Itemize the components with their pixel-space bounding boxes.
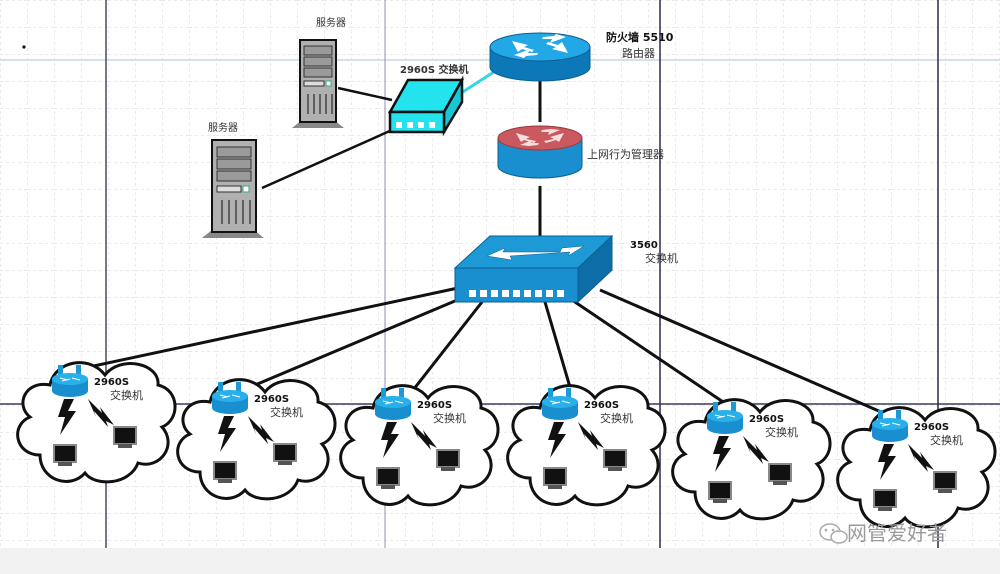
behavior-manager-router[interactable] <box>497 125 583 179</box>
server-2[interactable] <box>202 139 264 238</box>
computer-monitor-icon[interactable] <box>543 467 567 489</box>
access-switch-type: 交换机 <box>433 411 466 425</box>
computer-monitor-icon[interactable] <box>53 444 77 466</box>
wireless-bolt-icon <box>381 422 399 458</box>
switch-arrows-icon <box>486 245 585 261</box>
wireless-bolt-icon <box>878 444 896 480</box>
computer-monitor-icon[interactable] <box>376 467 400 489</box>
access-cloud: 2960S 交换机 <box>16 361 177 484</box>
link-core-to-access-2 <box>247 296 463 390</box>
wireless-bolt-icon <box>743 436 769 464</box>
wireless-bolt-icon <box>578 422 604 450</box>
core-switch-label-bottom: 交换机 <box>645 251 678 265</box>
access-switch-type: 交换机 <box>930 433 963 447</box>
wireless-bolt-icon <box>58 399 76 435</box>
access-cloud: 2960S 交换机 <box>176 378 337 501</box>
computer-monitor-icon[interactable] <box>213 461 237 483</box>
firewall-label-bottom: 路由器 <box>622 46 655 60</box>
wireless-bolt-icon <box>908 444 934 472</box>
access-switch-type: 交换机 <box>600 411 633 425</box>
watermark-text: 网管爱好者 <box>847 521 947 545</box>
wireless-bolt-icon <box>713 436 731 472</box>
computer-monitor-icon[interactable] <box>933 471 957 493</box>
wechat-icon <box>819 523 848 544</box>
link-core-to-access-1 <box>74 286 459 372</box>
access-switch-model: 2960S <box>94 377 129 388</box>
server-2-label: 服务器 <box>208 121 238 134</box>
wireless-switch-icon[interactable] <box>542 388 578 420</box>
access-clouds-layer: 2960S 交换机 2960S 交换机 <box>16 361 997 529</box>
access-switch-model: 2960S <box>584 400 619 411</box>
switch-ports <box>469 290 564 297</box>
server-switch-2960s[interactable] <box>387 75 465 137</box>
link-server1-to-server-switch <box>337 86 393 102</box>
switch-ports <box>396 122 435 128</box>
router-arrows-icon <box>512 34 568 58</box>
computer-monitor-icon[interactable] <box>768 463 792 485</box>
wireless-bolt-icon <box>88 399 114 427</box>
wireless-switch-icon[interactable] <box>212 382 248 414</box>
wireless-switch-icon[interactable] <box>52 365 88 397</box>
router-arrows-icon <box>516 129 564 146</box>
access-switch-model: 2960S <box>417 400 452 411</box>
link-core-to-access-4 <box>543 301 574 395</box>
wireless-switch-icon[interactable] <box>872 410 908 442</box>
server-1[interactable] <box>292 39 344 128</box>
links-layer <box>74 66 889 417</box>
access-cloud: 2960S 交换机 <box>506 384 667 507</box>
wireless-switch-icon[interactable] <box>375 388 411 420</box>
core-switch-3560[interactable] <box>453 234 614 304</box>
server-1-label: 服务器 <box>316 16 346 29</box>
access-cloud: 2960S 交换机 <box>836 406 997 529</box>
computer-monitor-icon[interactable] <box>113 426 137 448</box>
access-switch-type: 交换机 <box>110 388 143 402</box>
access-switch-type: 交换机 <box>270 405 303 419</box>
access-switch-model: 2960S <box>254 394 289 405</box>
access-switch-model: 2960S <box>914 422 949 433</box>
computer-monitor-icon[interactable] <box>603 449 627 471</box>
link-core-to-access-5 <box>571 298 736 412</box>
access-cloud: 2960S 交换机 <box>671 398 832 521</box>
computer-monitor-icon[interactable] <box>873 489 897 511</box>
computer-monitor-icon[interactable] <box>273 443 297 465</box>
link-server2-to-server-switch <box>261 128 393 190</box>
firewall-label-top: 防火墙 5510 <box>606 30 674 44</box>
computer-monitor-icon[interactable] <box>436 449 460 471</box>
firewall-router[interactable] <box>489 32 591 82</box>
server-switch-label: 2960S 交换机 <box>400 63 469 76</box>
access-cloud: 2960S 交换机 <box>339 384 500 507</box>
link-core-to-access-3 <box>408 301 484 395</box>
wireless-switch-icon[interactable] <box>707 402 743 434</box>
watermark: 网管爱好者 <box>819 521 947 545</box>
behavior-manager-label: 上网行为管理器 <box>587 147 664 161</box>
wireless-bolt-icon <box>218 416 236 452</box>
wireless-bolt-icon <box>411 422 437 450</box>
computer-monitor-icon[interactable] <box>708 481 732 503</box>
core-switch-label-top: 3560 <box>630 240 658 251</box>
link-core-to-access-6 <box>599 288 889 417</box>
access-switch-type: 交换机 <box>765 425 798 439</box>
wireless-bolt-icon <box>548 422 566 458</box>
wireless-bolt-icon <box>248 416 274 444</box>
access-switch-model: 2960S <box>749 414 784 425</box>
